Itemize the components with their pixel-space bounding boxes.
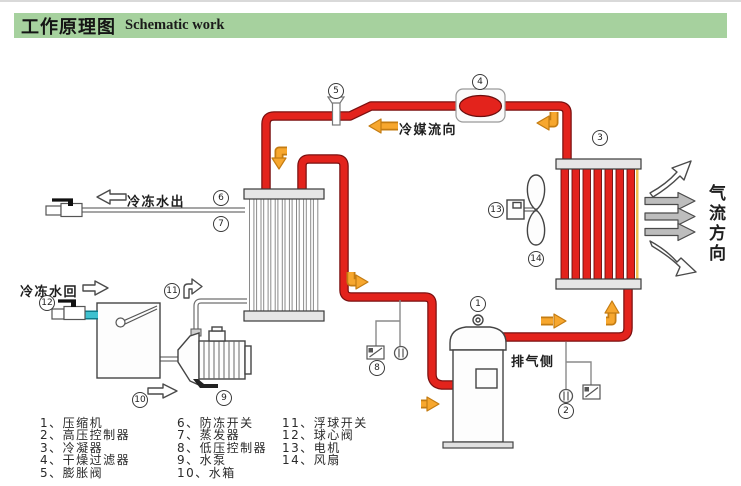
chilled-water-out-label: 冷冻水出 (127, 195, 186, 210)
callout-8: 8 (369, 360, 385, 376)
legend-item: 13、电机 (282, 440, 341, 455)
legend-item: 2、高压控制器 (40, 428, 131, 443)
chilled-water-return-label: 冷冻水回 (20, 285, 79, 300)
legend-column-2: 6、防冻开关 7、蒸发器 8、低压控制器 9、水泵 10、水箱 (177, 417, 267, 479)
exhaust-side-label: 排气侧 (511, 355, 555, 370)
legend-item: 10、水箱 (177, 465, 236, 480)
refrigerant-pipe-suction-line (297, 154, 455, 390)
water-tank (96, 302, 161, 379)
callout-10: 10 (132, 392, 148, 408)
condenser (555, 158, 642, 290)
pump-foot (193, 379, 218, 388)
refrigerant-pipe-discharge-line (503, 283, 633, 342)
fan (526, 174, 546, 246)
float-ball-icon (115, 317, 126, 328)
legend-item: 14、风扇 (282, 453, 341, 468)
legend-column-1: 1、压缩机 2、高压控制器 3、冷凝器 4、干燥过滤器 5、膨胀阀 (40, 417, 130, 479)
filter-drier (455, 88, 506, 123)
legend-item: 1、压缩机 (40, 416, 104, 430)
refrigerant-flow-label: 冷媒流向 (399, 123, 458, 138)
callout-7: 7 (213, 216, 229, 232)
callout-5: 5 (328, 83, 344, 99)
compressor (442, 314, 514, 449)
callout-3: 3 (592, 130, 608, 146)
callout-1: 1 (470, 296, 486, 312)
legend-item: 8、低压控制器 (177, 440, 268, 455)
high-pressure-controller (558, 342, 601, 404)
page-title-zh: 工作原理图 (21, 16, 116, 38)
callout-14: 14 (528, 251, 544, 267)
refrigerant-flow-arrows (271, 112, 620, 412)
legend-item: 7、蒸发器 (177, 428, 241, 443)
callout-11: 11 (164, 283, 180, 299)
compressor-base (442, 441, 514, 449)
legend-column-3: 11、浮球开关 12、球心阀 13、电机 14、风扇 (282, 417, 368, 467)
compressor-nameplate (475, 368, 498, 389)
pressure-gauge-icon (558, 388, 574, 404)
return-ball-valve (51, 299, 86, 321)
callout-12: 12 (39, 295, 55, 311)
pressure-gauge-icon (393, 345, 409, 361)
refrigerant-pipe-liquid-line (261, 101, 572, 194)
legend-item: 11、浮球开关 (282, 416, 368, 430)
air-flow-direction-label: 气流方向 (705, 184, 725, 264)
water-pump (177, 326, 252, 388)
legend-item: 9、水泵 (177, 453, 227, 468)
header-bar: 工作原理图 Schematic work (14, 13, 727, 38)
page-title-en: Schematic work (125, 17, 225, 33)
legend-item: 3、冷凝器 (40, 440, 104, 455)
callout-2: 2 (558, 403, 574, 419)
callout-13: 13 (488, 202, 504, 218)
callout-4: 4 (472, 74, 488, 90)
pump-discharge-pipe (190, 298, 247, 337)
air-flow-arrows (644, 160, 697, 277)
evaporator (243, 188, 325, 322)
top-border-line (0, 0, 741, 2)
legend-item: 12、球心阀 (282, 428, 355, 443)
legend-item: 5、膨胀阀 (40, 465, 104, 480)
outlet-ball-valve (45, 198, 83, 218)
callout-6: 6 (213, 190, 229, 206)
legend-item: 4、干燥过滤器 (40, 453, 131, 468)
legend-item: 6、防冻开关 (177, 416, 254, 430)
water-flow-arrows (82, 189, 203, 399)
expansion-valve (326, 96, 346, 126)
float-arm (122, 305, 158, 326)
callout-9: 9 (216, 390, 232, 406)
low-pressure-controller (366, 300, 409, 361)
